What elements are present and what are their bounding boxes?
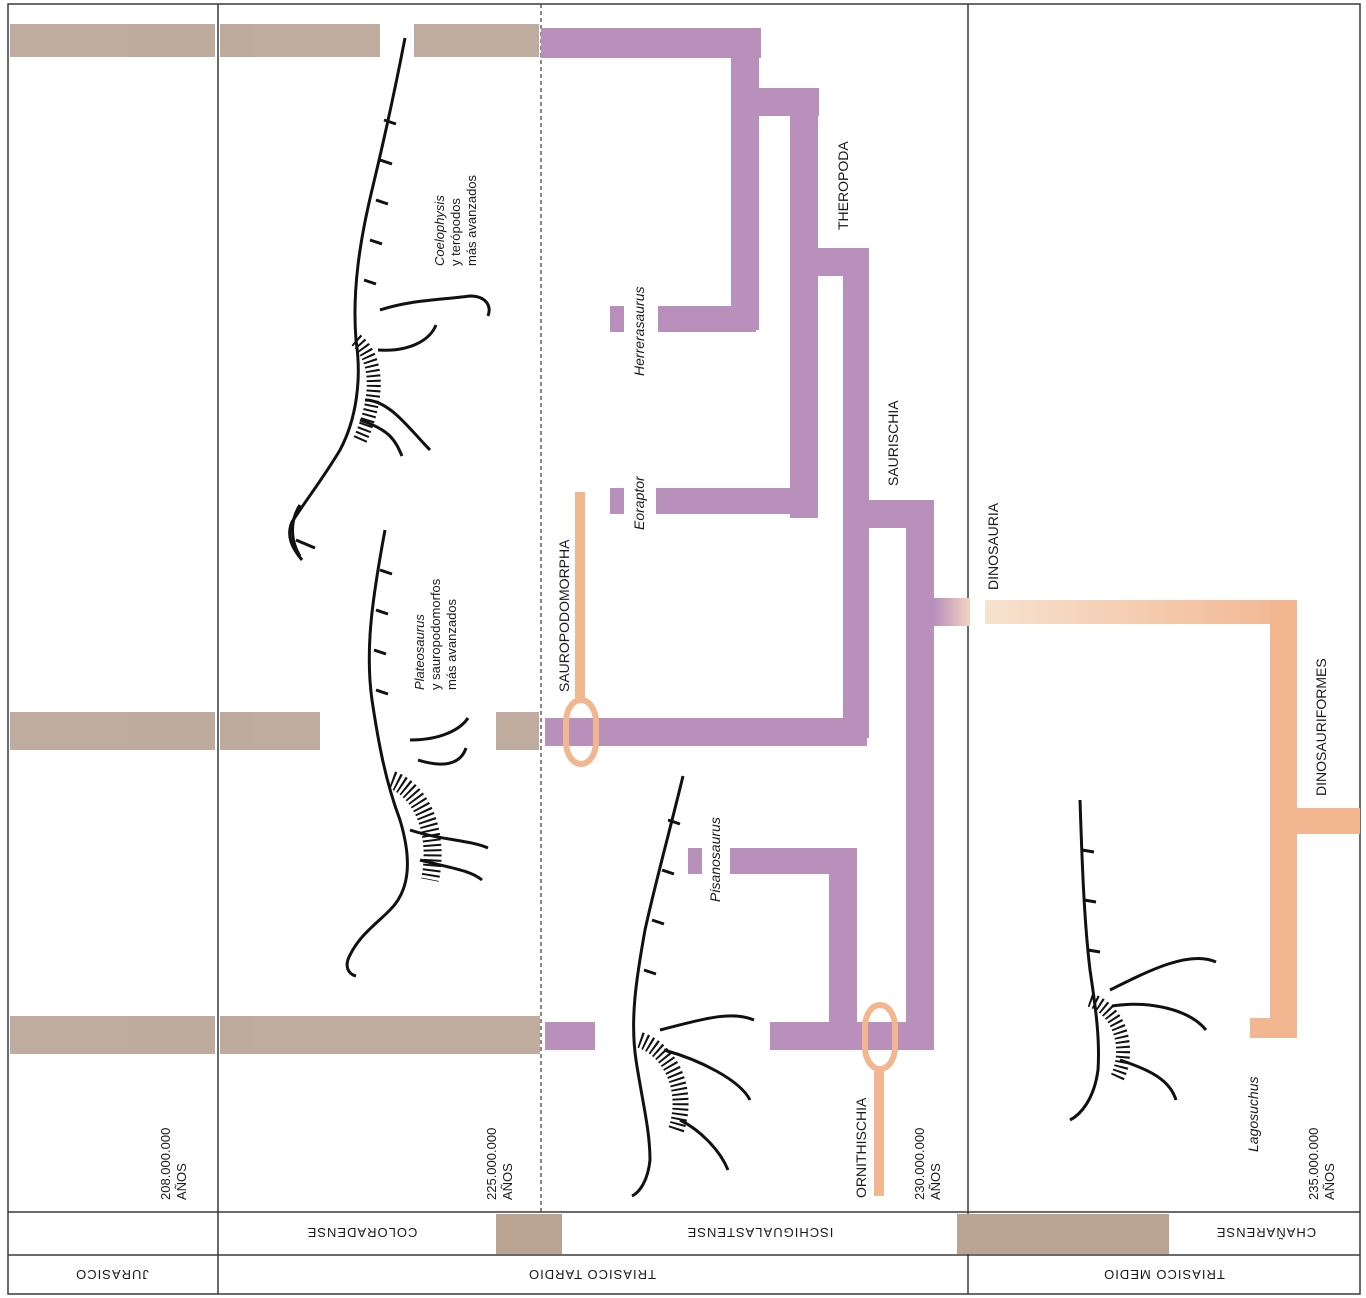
band-bottom-left [10, 1016, 215, 1054]
svg-text:AÑOS: AÑOS [500, 1163, 515, 1200]
stratigraphic-bands [10, 24, 540, 1054]
dinosauriformes-label: DINOSAURIFORMES [1313, 658, 1329, 796]
coelophysis-skeleton-icon [290, 38, 490, 560]
band-top-right [414, 24, 539, 57]
band-mid-mid [220, 712, 320, 750]
theropoda-label: THEROPODA [835, 141, 851, 230]
band-mid-left [10, 712, 215, 750]
eoraptor-tip [610, 488, 624, 514]
age-225-label: 225.000.000 AÑOS [484, 1128, 515, 1200]
eoraptor-label: Eoraptor [631, 475, 647, 530]
eoraptor-branch [656, 488, 796, 514]
dinosauria-label: DINOSAURIA [985, 502, 1001, 590]
theropoda-branch [541, 28, 761, 58]
coelophysis-caption: Coelophysis y terópodos más avanzados [432, 174, 479, 266]
dinosauriformes-stem [1296, 808, 1360, 834]
lagosuchus-branch [1250, 1018, 1296, 1038]
pisanosaurus-branch [730, 848, 856, 874]
svg-text:225.000.000: 225.000.000 [484, 1128, 499, 1200]
age-235-label: 235.000.000 AÑOS [1306, 1128, 1337, 1200]
herrerasaurus-branch [658, 306, 756, 332]
plateosaurus-caption-line3: más avanzados [444, 598, 459, 690]
pisanosaurus-skeleton-icon [632, 776, 754, 1196]
coelophysis-caption-line2: y terópodos [448, 198, 463, 266]
plateosaurus-skeleton-icon [347, 530, 488, 976]
dinosauria-connector [934, 598, 970, 626]
jurasico-label: JURASICO [75, 1267, 149, 1282]
herrerasaurus-tip [610, 306, 624, 332]
formation-shade-chanares [957, 1214, 1169, 1254]
lagosuchus-label: Lagosuchus [1245, 1076, 1261, 1152]
age-208-label: 208.000.000 AÑOS [158, 1128, 189, 1200]
outgroup-left-stub [545, 1022, 595, 1050]
band-top-mid [220, 24, 380, 57]
dinosauriformes-tree [985, 600, 1360, 1038]
coloradense-label: COLORADENSE [307, 1225, 418, 1240]
triasico-medio-label: TRIASICO MEDIO [1103, 1267, 1225, 1282]
saurischia-label: SAURISCHIA [885, 400, 901, 486]
svg-text:AÑOS: AÑOS [174, 1163, 189, 1200]
herrerasaurus-label: Herrerasaurus [631, 287, 647, 376]
band-top-left [10, 24, 215, 57]
svg-text:235.000.000: 235.000.000 [1306, 1128, 1321, 1200]
svg-text:208.000.000: 208.000.000 [158, 1128, 173, 1200]
ischigualastense-label: ISCHIGUALASTENSE [687, 1225, 834, 1240]
sauropodomorpha-label: SAUROPODOMORPHA [556, 539, 572, 692]
dinosauria-stem [985, 600, 1297, 624]
svg-text:AÑOS: AÑOS [928, 1163, 943, 1200]
plateosaurus-caption-line1: Plateosaurus [412, 614, 427, 690]
ornithischia-label: ORNITHISCHIA [853, 1097, 869, 1198]
svg-text:AÑOS: AÑOS [1322, 1163, 1337, 1200]
saurischia-tree [541, 28, 934, 1050]
plateosaurus-caption-line2: y sauropodomorfos [428, 578, 443, 690]
band-mid-right [496, 712, 539, 750]
formation-shade-colorado [496, 1214, 562, 1254]
frame [8, 4, 1360, 1294]
ornithischia-stem [874, 1068, 884, 1196]
lagosuchus-skeleton-icon [1070, 800, 1216, 1120]
coelophysis-caption-line1: Coelophysis [432, 195, 447, 266]
plateosaurus-caption: Plateosaurus y sauropodomorfos más avanz… [412, 578, 459, 690]
svg-text:230.000.000: 230.000.000 [912, 1128, 927, 1200]
age-230-label: 230.000.000 AÑOS [912, 1128, 943, 1200]
pisanosaurus-label: Pisanosaurus [707, 817, 723, 902]
band-bottom-right [220, 1016, 540, 1054]
coelophysis-caption-line3: más avanzados [464, 174, 479, 266]
sauropodomorpha-stem [575, 492, 585, 702]
triasico-tardio-label: TRIASICO TARDIO [528, 1267, 656, 1282]
pisanosaurus-tip [688, 848, 702, 874]
chanarense-label: CHAÑARENSE [1216, 1225, 1316, 1240]
